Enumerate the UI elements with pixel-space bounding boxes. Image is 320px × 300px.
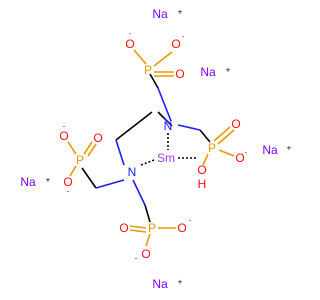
bond-p2-oh bbox=[202, 153, 209, 166]
bond-ch2-p-bottom bbox=[144, 204, 151, 223]
bond-n1-ch2-top bbox=[157, 87, 172, 122]
phosphonate-right: P O O - O H bbox=[197, 117, 247, 191]
svg-text:O: O bbox=[141, 247, 150, 261]
bond-p4-o-down bbox=[145, 233, 151, 247]
svg-text:O: O bbox=[93, 131, 102, 145]
svg-text:+: + bbox=[178, 8, 183, 17]
bond-n2-sm bbox=[140, 159, 155, 166]
svg-text:O: O bbox=[231, 117, 240, 131]
svg-text:H: H bbox=[198, 177, 207, 191]
svg-text:-: - bbox=[135, 254, 138, 263]
sodium-ion-5: Na + bbox=[152, 277, 182, 291]
svg-text:-: - bbox=[129, 29, 132, 38]
svg-text:O: O bbox=[63, 175, 72, 189]
svg-text:O: O bbox=[175, 67, 184, 81]
nitrogen-top: N bbox=[164, 119, 173, 133]
bond-ch2-p-left bbox=[81, 167, 97, 189]
sodium-ion-1: Na + bbox=[152, 7, 182, 21]
bond-p1-o-up bbox=[133, 49, 147, 65]
bond-p3-o-dbl-b bbox=[87, 143, 97, 157]
bond-p4-o-dbl-a bbox=[129, 225, 147, 229]
svg-text:O: O bbox=[171, 37, 180, 51]
bond-p2-o-right bbox=[218, 149, 235, 157]
svg-text:O: O bbox=[125, 37, 134, 51]
svg-text:P: P bbox=[76, 153, 84, 167]
sodium-ion-2: Na + bbox=[200, 65, 230, 79]
svg-text:+: + bbox=[287, 144, 292, 153]
bond-ethylene-left bbox=[115, 111, 153, 141]
phosphonate-left: P O - O O - bbox=[59, 122, 102, 196]
svg-text:Na: Na bbox=[262, 143, 278, 157]
bond-p3-o-dbl-a bbox=[83, 141, 93, 155]
svg-text:Na: Na bbox=[200, 65, 216, 79]
svg-text:-: - bbox=[67, 187, 70, 196]
bond-p3-o-up bbox=[67, 141, 77, 155]
molecule-diagram: Na + Na + Na + Na + Na + O - O - P O N bbox=[20, 7, 291, 291]
bond-n2-ch2-left bbox=[95, 179, 125, 189]
svg-text:-: - bbox=[182, 32, 185, 41]
bond-p4-o-dbl-b bbox=[129, 229, 147, 233]
svg-text:Na: Na bbox=[20, 175, 36, 189]
structure-canvas: Na + Na + Na + Na + Na + O - O - P O N bbox=[20, 7, 291, 291]
svg-text:O: O bbox=[119, 221, 128, 235]
bond-p2-o-dbl-b bbox=[217, 129, 235, 145]
sodium-ion-3: Na + bbox=[262, 143, 291, 157]
bond-n2-ring bbox=[115, 139, 125, 166]
bond-p3-o-down bbox=[69, 165, 77, 177]
samarium-atom: Sm bbox=[157, 151, 175, 165]
bond-p2-o-dbl-a bbox=[213, 126, 231, 142]
svg-text:+: + bbox=[46, 176, 51, 185]
bond-p1-o-right bbox=[153, 51, 173, 67]
svg-text:-: - bbox=[245, 148, 248, 157]
phosphonate-top: O - O - P O bbox=[125, 29, 184, 82]
nitrogen-bottom: N bbox=[128, 165, 137, 179]
sodium-ion-4: Na + bbox=[20, 175, 50, 189]
bond-ch2-p-right bbox=[199, 129, 211, 143]
svg-text:P: P bbox=[148, 221, 156, 235]
bond-n1-ch2-right bbox=[177, 124, 201, 131]
bond-n2-ch2-bottom bbox=[132, 179, 146, 206]
svg-text:O: O bbox=[59, 129, 68, 143]
phosphonate-bottom: O P O - O - bbox=[119, 216, 191, 263]
svg-text:O: O bbox=[235, 151, 244, 165]
svg-text:P: P bbox=[208, 141, 216, 155]
svg-text:+: + bbox=[178, 278, 183, 287]
bond-ch2-p-top bbox=[149, 73, 159, 89]
svg-text:P: P bbox=[144, 63, 152, 77]
bond-n1-ring bbox=[163, 117, 173, 127]
svg-text:-: - bbox=[63, 122, 66, 131]
svg-text:Na: Na bbox=[152, 7, 168, 21]
svg-text:O: O bbox=[177, 221, 186, 235]
svg-text:Na: Na bbox=[152, 277, 168, 291]
svg-text:O: O bbox=[197, 163, 206, 177]
svg-text:-: - bbox=[189, 216, 192, 225]
svg-text:+: + bbox=[226, 66, 231, 75]
